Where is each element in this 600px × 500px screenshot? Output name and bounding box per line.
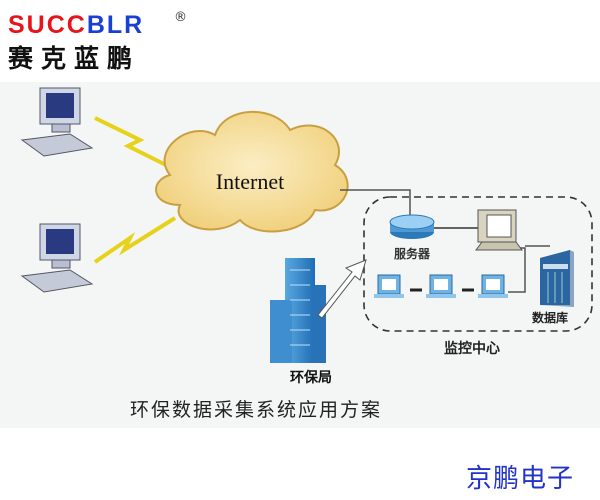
workstation-laptop-icon <box>374 274 404 298</box>
logo-wordmark: SUCCBLR <box>8 12 144 38</box>
client-computer-icon <box>20 223 94 293</box>
diagram-title: 环保数据采集系统应用方案 <box>130 399 382 421</box>
server-label: 服务器 <box>394 246 431 261</box>
registered-mark: ® <box>174 10 187 25</box>
epb-label: 环保局 <box>290 369 332 386</box>
lightning-link-icon <box>93 216 177 264</box>
client-computer-icon <box>20 87 94 157</box>
server-computer-icon <box>475 209 523 251</box>
internet-label: Internet <box>216 169 284 194</box>
upload-arrow-icon <box>317 259 367 319</box>
database-label: 数据库 <box>532 310 568 325</box>
company-logo: SUCCBLR ® 赛克蓝鹏 <box>8 10 187 75</box>
logo-chinese-name: 赛克蓝鹏 <box>8 44 141 73</box>
monitor-center-label: 监控中心 <box>444 340 500 357</box>
logo-blr: BLR <box>86 11 145 39</box>
footer-company-name: 京鹏电子 <box>466 464 575 494</box>
router-icon <box>389 214 435 239</box>
database-server-icon <box>540 250 574 307</box>
internet-cloud-icon <box>155 110 349 233</box>
monitor-center-boundary <box>363 196 593 332</box>
epb-building-icon <box>270 258 326 363</box>
logo-succ: SUCC <box>8 11 87 39</box>
workstation-laptop-icon <box>426 274 456 298</box>
workstation-laptop-icon <box>478 274 508 298</box>
lightning-link-icon <box>94 116 173 170</box>
